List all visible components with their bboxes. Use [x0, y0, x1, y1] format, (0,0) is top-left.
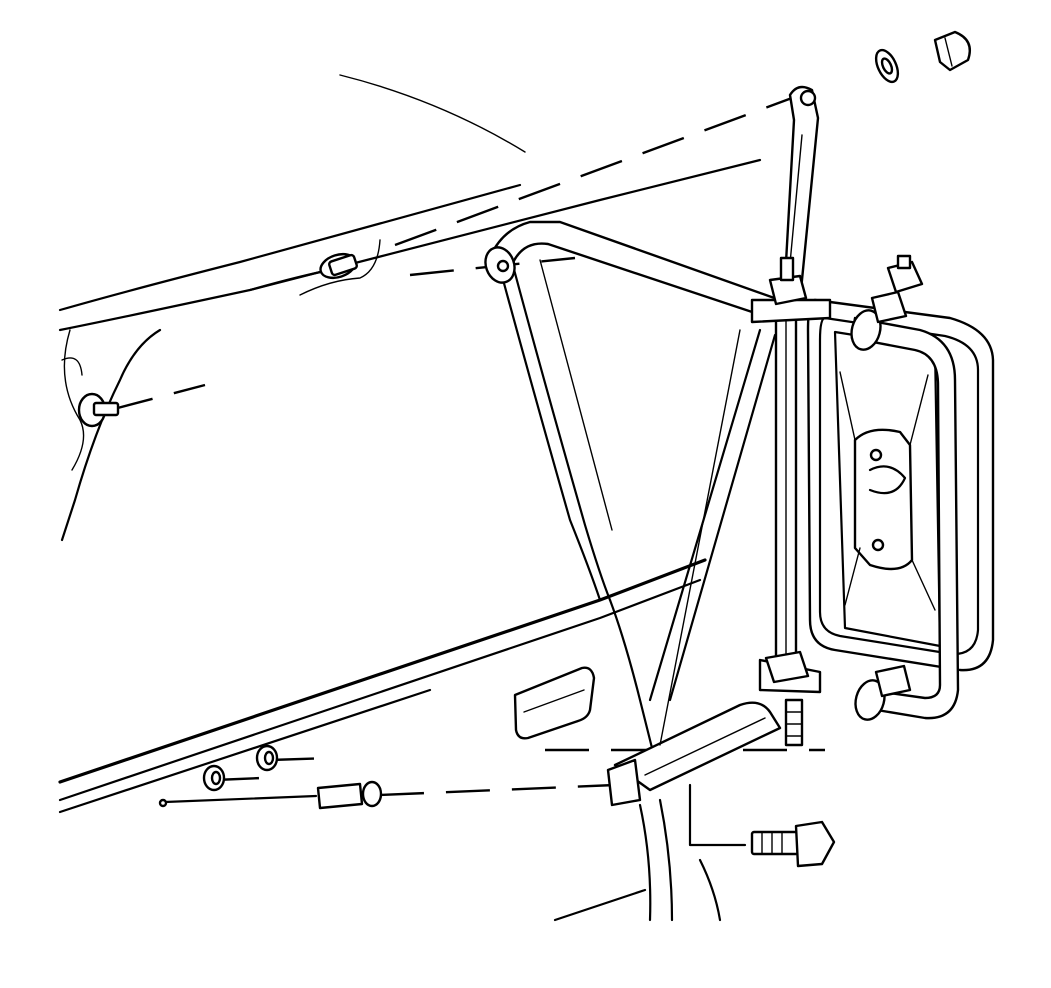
mirror-nut-upper-2: [870, 290, 908, 324]
leader-lines: [659, 329, 741, 746]
mirror-nut-lower: [874, 664, 912, 698]
mirror-nut-upper-1: [886, 254, 924, 294]
rivnut-fastener-lower: [158, 780, 383, 810]
washer: [874, 48, 900, 84]
mirror-bracket-loop: [850, 309, 960, 721]
pivot-nut-upper: [768, 256, 808, 306]
lower-support-arm: [606, 701, 782, 847]
rivnut-fastener-left: [77, 392, 120, 428]
pivot-nut-lower: [764, 650, 810, 684]
upper-support-arm: [484, 220, 782, 320]
hex-bolt: [750, 820, 836, 868]
rivnut-fastener-upper: [299, 239, 381, 296]
mirror-head: [806, 298, 995, 672]
lower-stud: [784, 698, 804, 747]
acorn-nut: [933, 30, 972, 72]
plastic-grommet-2: [202, 764, 226, 792]
plastic-grommet-1: [255, 744, 279, 772]
